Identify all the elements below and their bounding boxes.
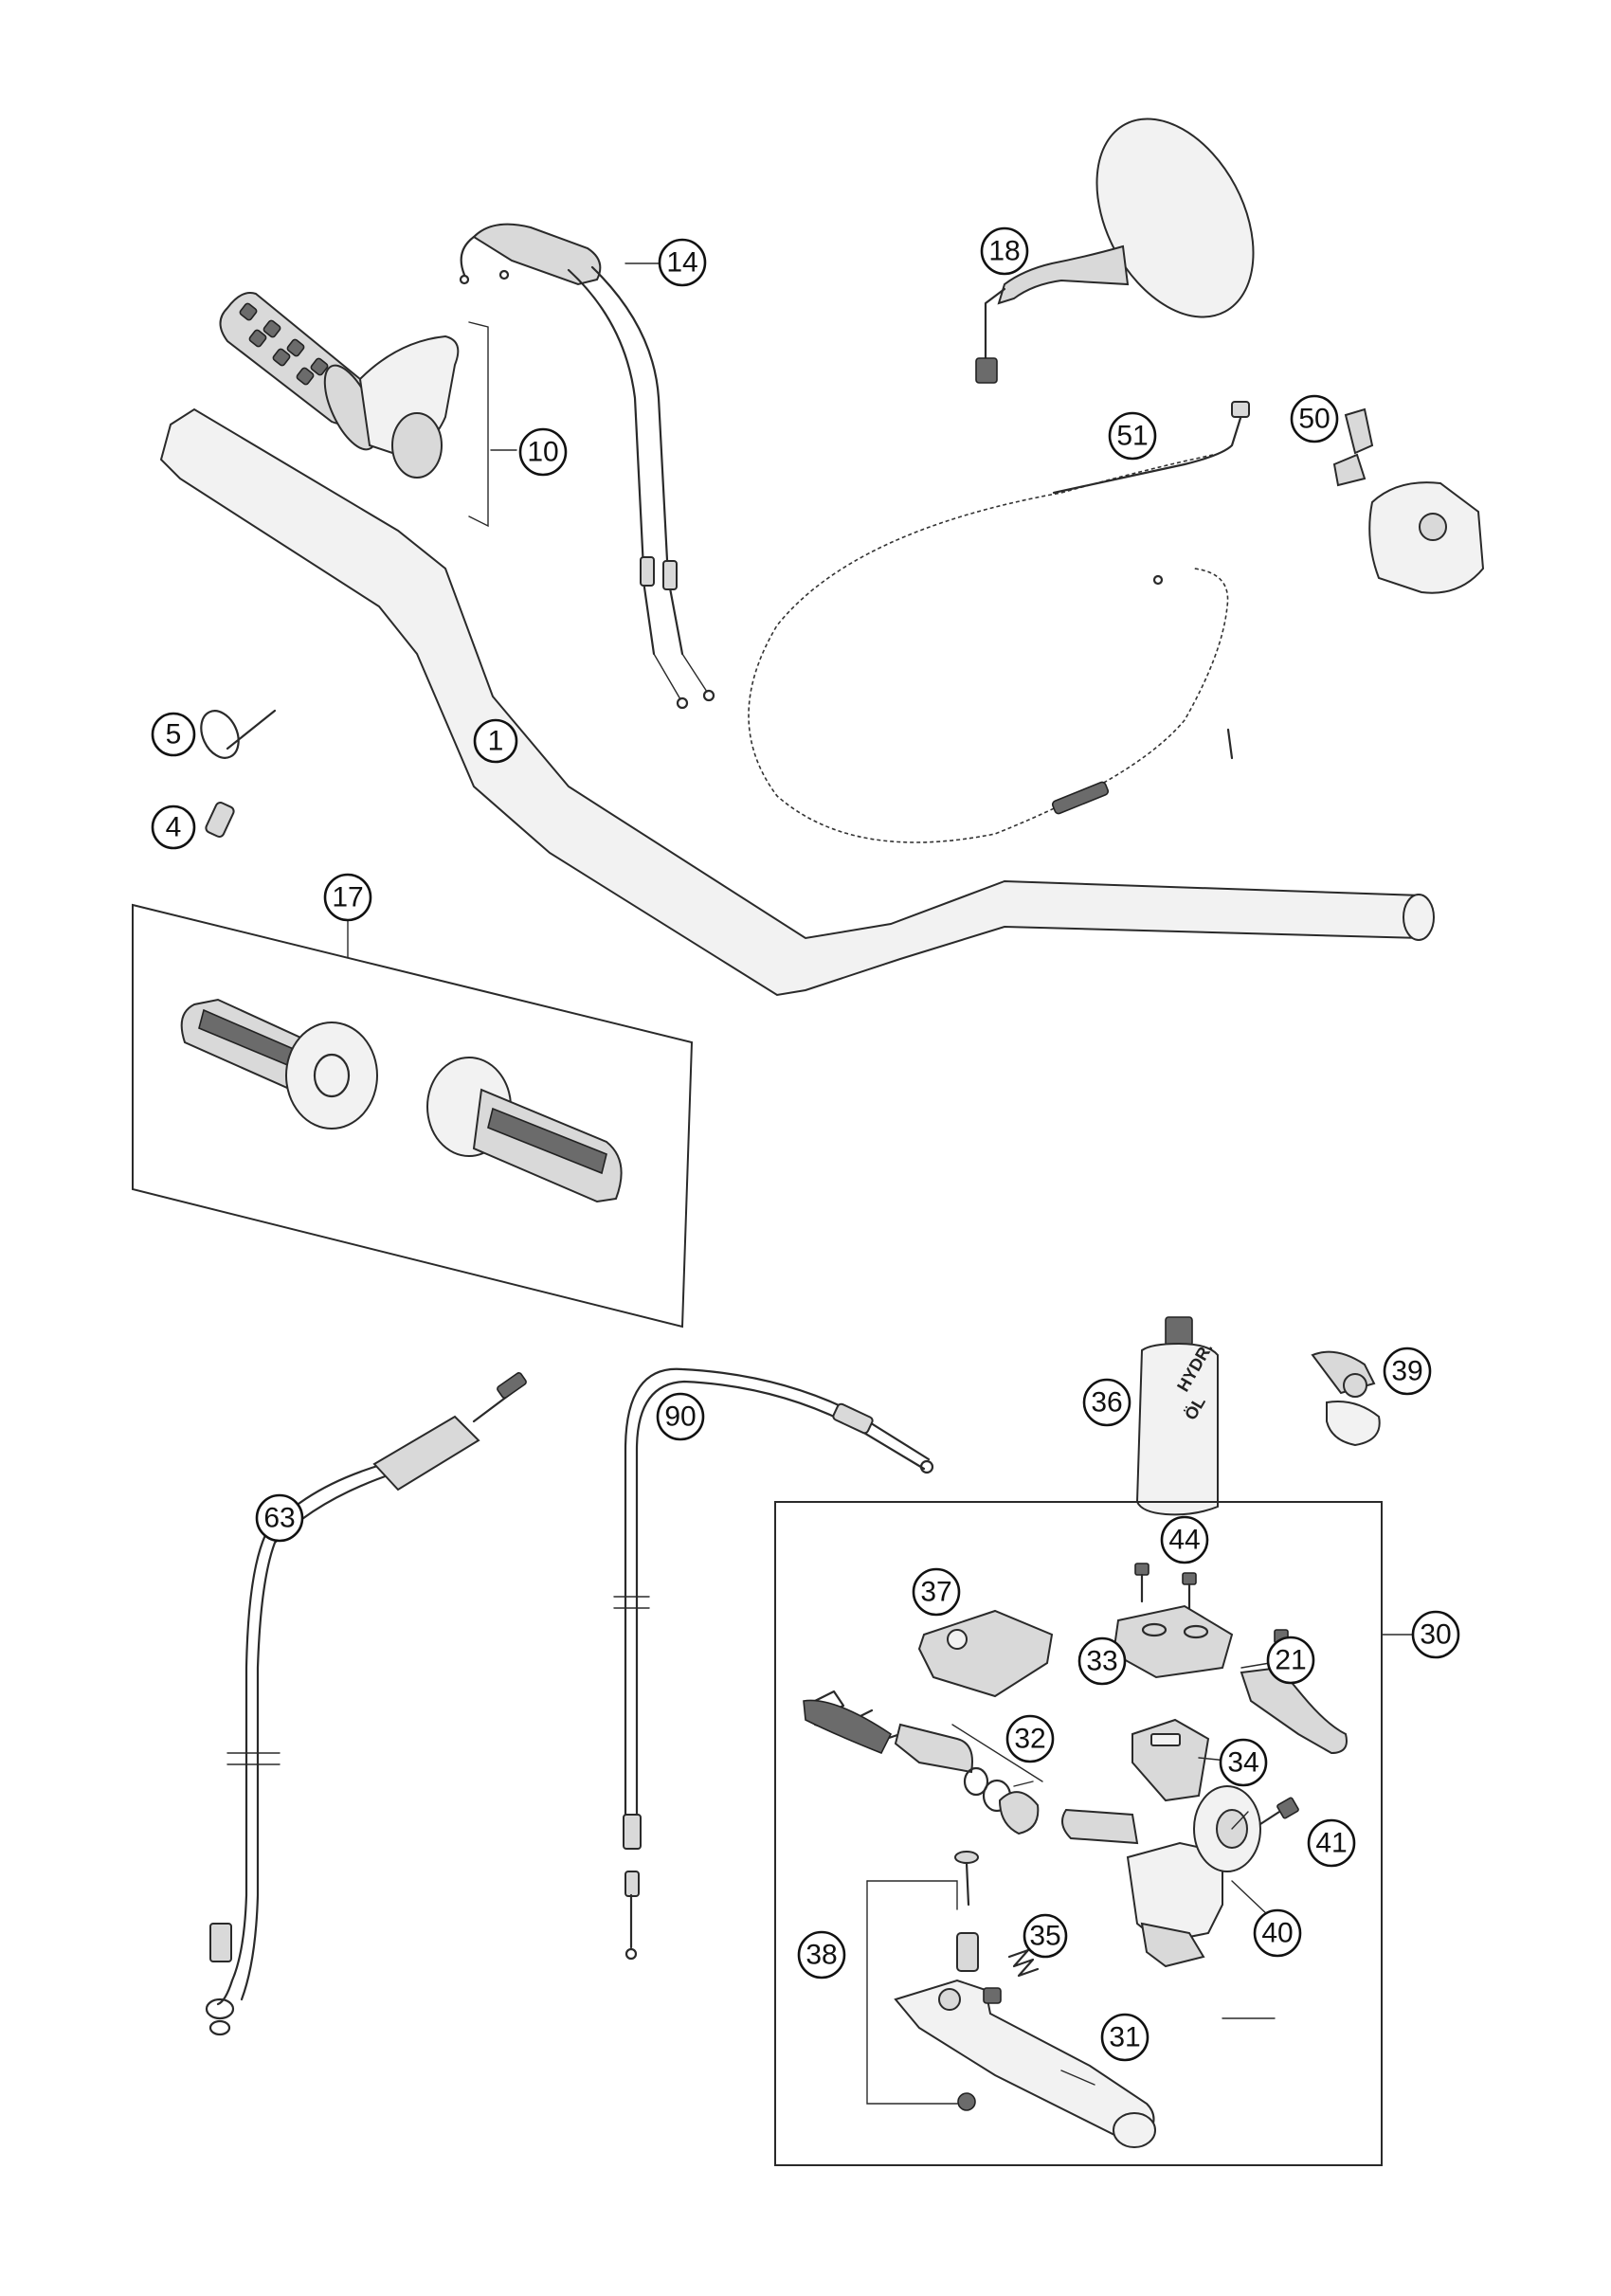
callout-31: 31 [1100,2013,1149,2062]
svg-text:18: 18 [988,236,1020,267]
hydraulic-oil-bottle: HYDR. ÖL [1135,1316,1219,1516]
handlebar-end [1403,894,1435,941]
svg-text:38: 38 [806,1940,837,1971]
callout-5: 5 [151,712,196,757]
svg-text:30: 30 [1420,1619,1451,1651]
callout-63: 63 [255,1493,304,1543]
callout-32: 32 [1005,1714,1055,1763]
callout-30: 30 [1411,1610,1460,1659]
svg-text:4: 4 [166,812,182,843]
svg-text:51: 51 [1116,421,1148,452]
svg-text:37: 37 [920,1577,951,1608]
svg-text:5: 5 [166,719,182,750]
svg-text:17: 17 [332,882,363,913]
callout-18: 18 [980,226,1029,276]
piston-assembly [803,1690,1043,1835]
grips-set-group [132,903,694,1329]
screws [1134,1563,1197,1613]
throttle-cables [459,223,715,710]
handlebar [159,407,1435,997]
callout-39: 39 [1383,1347,1432,1396]
bolt [1258,1797,1299,1826]
callout-14: 14 [658,238,707,287]
clamp [1311,1350,1381,1447]
svg-text:41: 41 [1315,1828,1347,1859]
svg-text:36: 36 [1091,1387,1122,1419]
speedometer-cable [205,1372,527,2036]
svg-text:10: 10 [527,437,558,468]
svg-text:32: 32 [1014,1724,1045,1755]
reservoir-cover [1112,1604,1234,1679]
callout-10: 10 [518,427,568,477]
callout-21: 21 [1266,1636,1315,1685]
svg-text:40: 40 [1261,1918,1293,1949]
svg-text:34: 34 [1227,1747,1258,1779]
callout-90: 90 [656,1392,705,1441]
svg-text:35: 35 [1029,1921,1060,1952]
switch-assembly [1332,407,1485,594]
callout-40: 40 [1253,1908,1302,1958]
callout-50: 50 [1290,394,1339,443]
callout-17: 17 [323,873,372,922]
sleeve [205,802,235,838]
svg-text:33: 33 [1086,1646,1117,1677]
callout-51: 51 [1108,411,1157,461]
callout-4: 4 [151,805,196,850]
throttle-grip [219,292,489,528]
master-cylinder-body [1061,1785,1261,1968]
callout-36: 36 [1082,1378,1131,1427]
cable-tie [200,709,277,759]
callout-38: 38 [797,1930,846,1980]
clutch-cable [613,1367,934,1961]
svg-text:14: 14 [666,247,697,279]
callout-33: 33 [1077,1636,1127,1686]
mirror [975,118,1255,384]
pivot-pin-set [866,1851,979,2111]
svg-text:90: 90 [664,1401,696,1433]
callout-37: 37 [912,1567,961,1617]
clutch-cable-long [748,401,1250,843]
svg-text:50: 50 [1298,404,1330,435]
lever-guard [917,1609,1054,1698]
right-grip [426,1057,623,1203]
master-cylinder-box [774,1501,1383,2166]
svg-text:39: 39 [1391,1356,1422,1387]
svg-text:44: 44 [1168,1525,1200,1556]
master-cylinder-group [774,1501,1413,2166]
svg-text:21: 21 [1275,1645,1306,1676]
svg-text:1: 1 [488,726,504,757]
brake-lever [894,1979,1156,2148]
left-grip [180,998,378,1130]
spring [1007,1948,1040,1978]
callout-34: 34 [1219,1738,1268,1787]
callout-1: 1 [473,718,518,764]
callout-44: 44 [1160,1515,1209,1564]
bracket [1131,1718,1210,1802]
svg-text:31: 31 [1109,2022,1140,2053]
grips-set-box [132,903,694,1329]
callout-41: 41 [1307,1818,1356,1868]
callout-35: 35 [1023,1913,1068,1959]
svg-text:63: 63 [263,1503,295,1534]
